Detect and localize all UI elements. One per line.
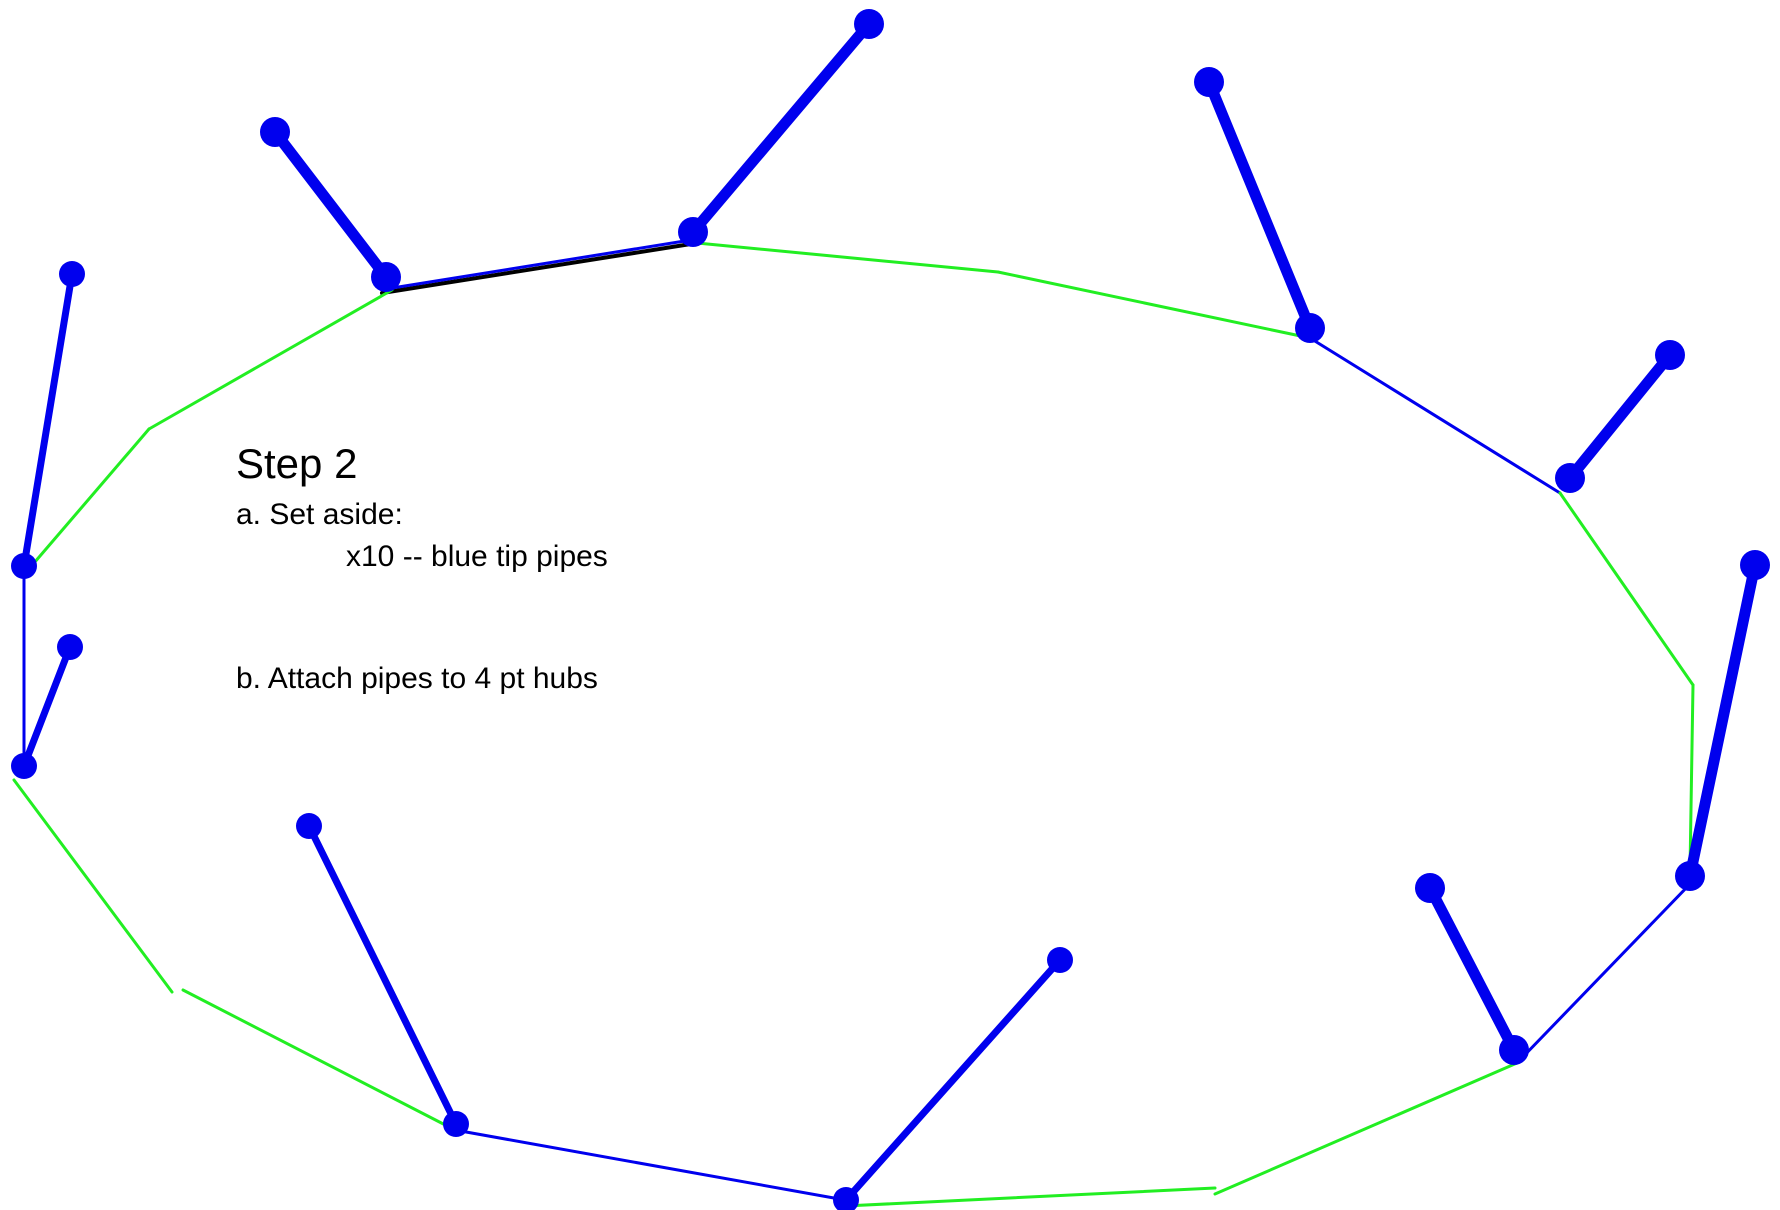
ring-segment [1558, 491, 1695, 687]
ring-segment [843, 1186, 1217, 1208]
ring-segment [1308, 336, 1562, 495]
pipe-tip [1415, 873, 1445, 903]
hub-connector [443, 1111, 469, 1137]
ring-segment [384, 237, 699, 291]
step-a-item-text: x10 -- blue tip pipes [346, 540, 608, 573]
spoke-pipe [842, 956, 1064, 1204]
pipe-tip [57, 634, 83, 660]
ring-segment [996, 270, 1312, 340]
hub-connector [1295, 313, 1325, 343]
step-title: Step 2 [236, 440, 358, 487]
pipe-tip [1194, 67, 1224, 97]
hub-connector [833, 1187, 859, 1210]
pipe-tip [854, 9, 884, 39]
ring-segment [147, 288, 394, 431]
ring-segment [695, 241, 1000, 274]
spoke-pipe [1684, 559, 1761, 882]
pipe-tip [296, 813, 322, 839]
hub-connector [11, 753, 37, 779]
ring-segment [1688, 683, 1695, 872]
spoke-pipe [1203, 76, 1316, 334]
spoke-pipe [20, 270, 76, 570]
pipe-tip [1740, 550, 1770, 580]
pipe-tip [1655, 340, 1685, 370]
spoke-pipe [687, 18, 875, 238]
hub-connector [1555, 463, 1585, 493]
ring-segment [12, 778, 174, 994]
spokes [20, 18, 1761, 1204]
spoke-pipe [1564, 349, 1676, 484]
pipe-tip [1047, 947, 1073, 973]
ring-segment [26, 427, 151, 572]
ring-segments [12, 237, 1695, 1208]
step-b-text: b. Attach pipes to 4 pt hubs [236, 662, 598, 695]
pipe-tip [59, 261, 85, 287]
spoke-pipe [20, 643, 74, 770]
spoke-pipe [305, 822, 460, 1128]
hub-connector [11, 553, 37, 579]
ring-segment [1515, 882, 1692, 1065]
hub-connector [678, 217, 708, 247]
step-a-text: a. Set aside: [236, 498, 403, 531]
ring-segment [453, 1128, 847, 1202]
hub-connector [371, 262, 401, 292]
pipe-tip [260, 117, 290, 147]
spoke-pipe [269, 126, 392, 283]
ring-segment [380, 241, 699, 295]
hubs-and-tips [11, 9, 1770, 1210]
hub-connector [1499, 1035, 1529, 1065]
spoke-pipe [1424, 882, 1520, 1056]
ring-segment [181, 988, 457, 1132]
ring-segment [1213, 1061, 1519, 1196]
hub-connector [1675, 861, 1705, 891]
